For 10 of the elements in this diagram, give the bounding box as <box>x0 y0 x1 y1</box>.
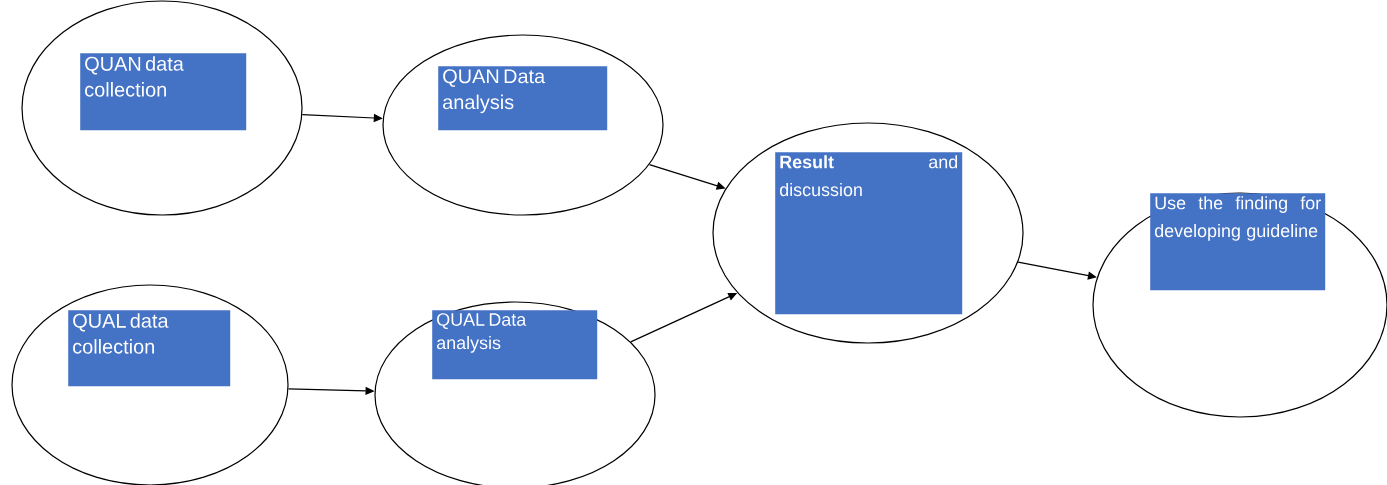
process-ellipse <box>21 0 303 216</box>
arrow <box>1017 261 1097 280</box>
text-box: QUAN Data analysis <box>438 66 608 131</box>
process-ellipse <box>382 34 664 216</box>
process-ellipse <box>712 122 1024 344</box>
text-box: QUAL data collection <box>68 310 231 387</box>
text-box: Use the finding for developing guideline <box>1150 193 1326 291</box>
text-box: QUAL Data analysis <box>432 310 598 380</box>
text-box: Result and discussion <box>775 152 963 315</box>
text-box: QUAN data collection <box>80 53 247 131</box>
